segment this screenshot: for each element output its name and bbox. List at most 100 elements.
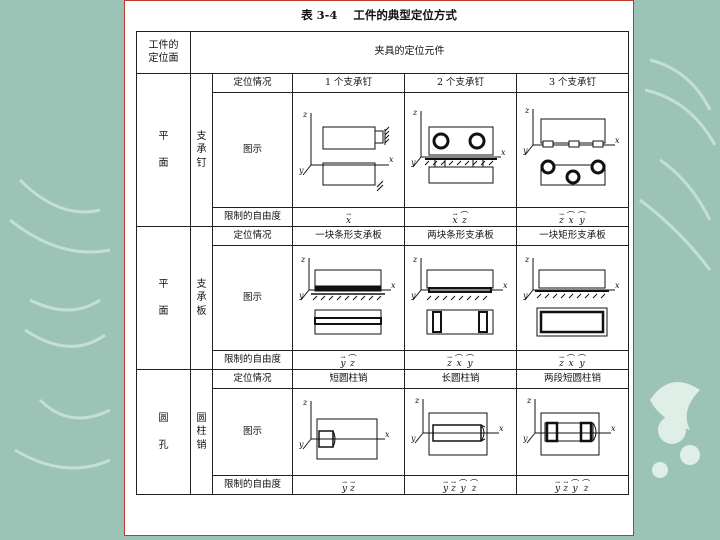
situation-label: 定位情况: [212, 369, 293, 389]
svg-text:y: y: [411, 291, 416, 300]
svg-text:x: x: [615, 136, 620, 145]
illustration-label: 图示: [212, 245, 293, 351]
svg-text:y: y: [299, 291, 304, 300]
svg-text:x: x: [389, 155, 394, 164]
freedom-symbol: →x: [452, 211, 458, 226]
freedom-symbol: →z: [451, 479, 457, 494]
situation-cell: 3 个支承钉: [515, 73, 630, 93]
situation-cell: 两段短圆柱销: [515, 369, 630, 389]
freedom-cell: →z ⌒x ⌒y: [515, 350, 630, 370]
situation-label: 定位情况: [212, 226, 293, 246]
freedom-cell: →x: [292, 207, 405, 227]
freedom-symbol: ⌒y: [466, 354, 475, 369]
freedom-cell: →y →z ⌒y ⌒z: [515, 475, 630, 495]
freedom-label: 限制的自由度: [212, 207, 293, 227]
surface-label: 平 面: [136, 226, 191, 370]
document-sheet: 表 3-4 工件的典型定位方式 工件的 定位面 夹具的定位元件 平 面 支 承 钉…: [124, 0, 634, 536]
freedom-symbol: ⌒x: [567, 211, 576, 226]
svg-text:y: y: [299, 166, 304, 175]
diagram-long-cylindrical-pin: z x y: [404, 388, 517, 476]
svg-text:y: y: [523, 146, 528, 155]
table-caption: 工件的典型定位方式: [353, 8, 457, 22]
freedom-symbol: ⌒y: [459, 479, 468, 494]
svg-text:x: x: [385, 430, 390, 439]
svg-text:x: x: [611, 424, 616, 433]
svg-text:y: y: [299, 440, 304, 449]
svg-text:x: x: [391, 281, 396, 290]
illustration-label: 图示: [212, 92, 293, 208]
freedom-cell: →z ⌒x ⌒y: [404, 350, 517, 370]
surface-label: 圆 孔: [136, 369, 191, 495]
situation-cell: 一块矩形支承板: [515, 226, 630, 246]
svg-text:z: z: [302, 398, 308, 407]
svg-text:z: z: [412, 256, 418, 264]
freedom-symbol: →z: [559, 211, 565, 226]
freedom-symbol: →y: [340, 354, 346, 369]
freedom-symbol: ⌒x: [455, 354, 464, 369]
diagram-one-support-pin: z x y: [292, 92, 405, 208]
svg-text:y: y: [411, 434, 416, 443]
freedom-symbol: ⌒y: [578, 354, 587, 369]
freedom-cell: →y ⌒z: [292, 350, 405, 370]
diagram-three-support-pins: z x y: [515, 92, 630, 208]
freedom-label: 限制的自由度: [212, 350, 293, 370]
svg-text:z: z: [412, 108, 418, 117]
freedom-symbol: →z: [563, 479, 569, 494]
freedom-symbol: ⌒y: [571, 479, 580, 494]
situation-cell: 1 个支承钉: [292, 73, 405, 93]
situation-cell: 长圆柱销: [404, 369, 517, 389]
freedom-symbol: →x: [345, 211, 352, 226]
freedom-symbol: →z: [350, 479, 356, 494]
svg-text:y: y: [523, 434, 528, 443]
element-label: 支 承 板: [190, 226, 213, 370]
situation-cell: 一块条形支承板: [292, 226, 405, 246]
svg-text:y: y: [523, 291, 528, 300]
freedom-cell: →y →z: [292, 475, 405, 495]
freedom-label: 限制的自由度: [212, 475, 293, 495]
freedom-cell: →y →z ⌒y ⌒z: [404, 475, 517, 495]
svg-text:x: x: [615, 281, 620, 290]
freedom-cell: →z ⌒x ⌒y: [515, 207, 630, 227]
freedom-symbol: ⌒z: [348, 354, 357, 369]
table-title: 表 3-4 工件的典型定位方式: [125, 7, 633, 23]
header-surface: 工件的 定位面: [136, 31, 191, 74]
svg-text:z: z: [526, 396, 532, 405]
freedom-symbol: →y: [442, 479, 449, 494]
diagram-one-rectangular-plate: z x y: [515, 245, 630, 351]
svg-text:x: x: [503, 281, 508, 290]
illustration-label: 图示: [212, 388, 293, 476]
freedom-symbol: →y: [554, 479, 561, 494]
header-fixture-element: 夹具的定位元件: [189, 31, 630, 74]
freedom-symbol: →z: [446, 354, 453, 369]
element-label: 圆 柱 销: [190, 369, 213, 495]
positioning-table: 工件的 定位面 夹具的定位元件 平 面 支 承 钉 定位情况 1 个支承钉 2 …: [136, 31, 630, 495]
svg-text:z: z: [524, 106, 530, 115]
svg-text:z: z: [524, 256, 530, 264]
diagram-one-strip-plate: z x y: [292, 245, 405, 351]
svg-text:z: z: [302, 110, 308, 119]
diagram-two-strip-plates: z x y: [404, 245, 517, 351]
diagram-two-short-cylindrical-pins: z x y: [515, 388, 630, 476]
freedom-symbol: ⌒x: [567, 354, 576, 369]
svg-text:y: y: [411, 158, 416, 167]
situation-cell: 短圆柱销: [292, 369, 405, 389]
freedom-cell: →x ⌒z: [404, 207, 517, 227]
svg-text:x: x: [499, 424, 504, 433]
freedom-symbol: ⌒z: [582, 479, 591, 494]
svg-text:x: x: [501, 148, 506, 157]
situation-cell: 两块条形支承板: [404, 226, 517, 246]
situation-label: 定位情况: [212, 73, 293, 93]
freedom-symbol: ⌒z: [470, 479, 479, 494]
freedom-symbol: ⌒z: [460, 211, 469, 226]
situation-cell: 2 个支承钉: [404, 73, 517, 93]
svg-text:z: z: [414, 396, 420, 405]
element-label: 支 承 钉: [190, 73, 213, 227]
svg-text:z: z: [300, 256, 306, 264]
diagram-short-cylindrical-pin: z x y: [292, 388, 405, 476]
table-number: 表 3-4: [301, 8, 338, 22]
freedom-symbol: →z: [559, 354, 565, 369]
diagram-two-support-pins: z x y: [404, 92, 517, 208]
freedom-symbol: ⌒y: [578, 211, 587, 226]
freedom-symbol: →y: [341, 479, 348, 494]
surface-label: 平 面: [136, 73, 191, 227]
